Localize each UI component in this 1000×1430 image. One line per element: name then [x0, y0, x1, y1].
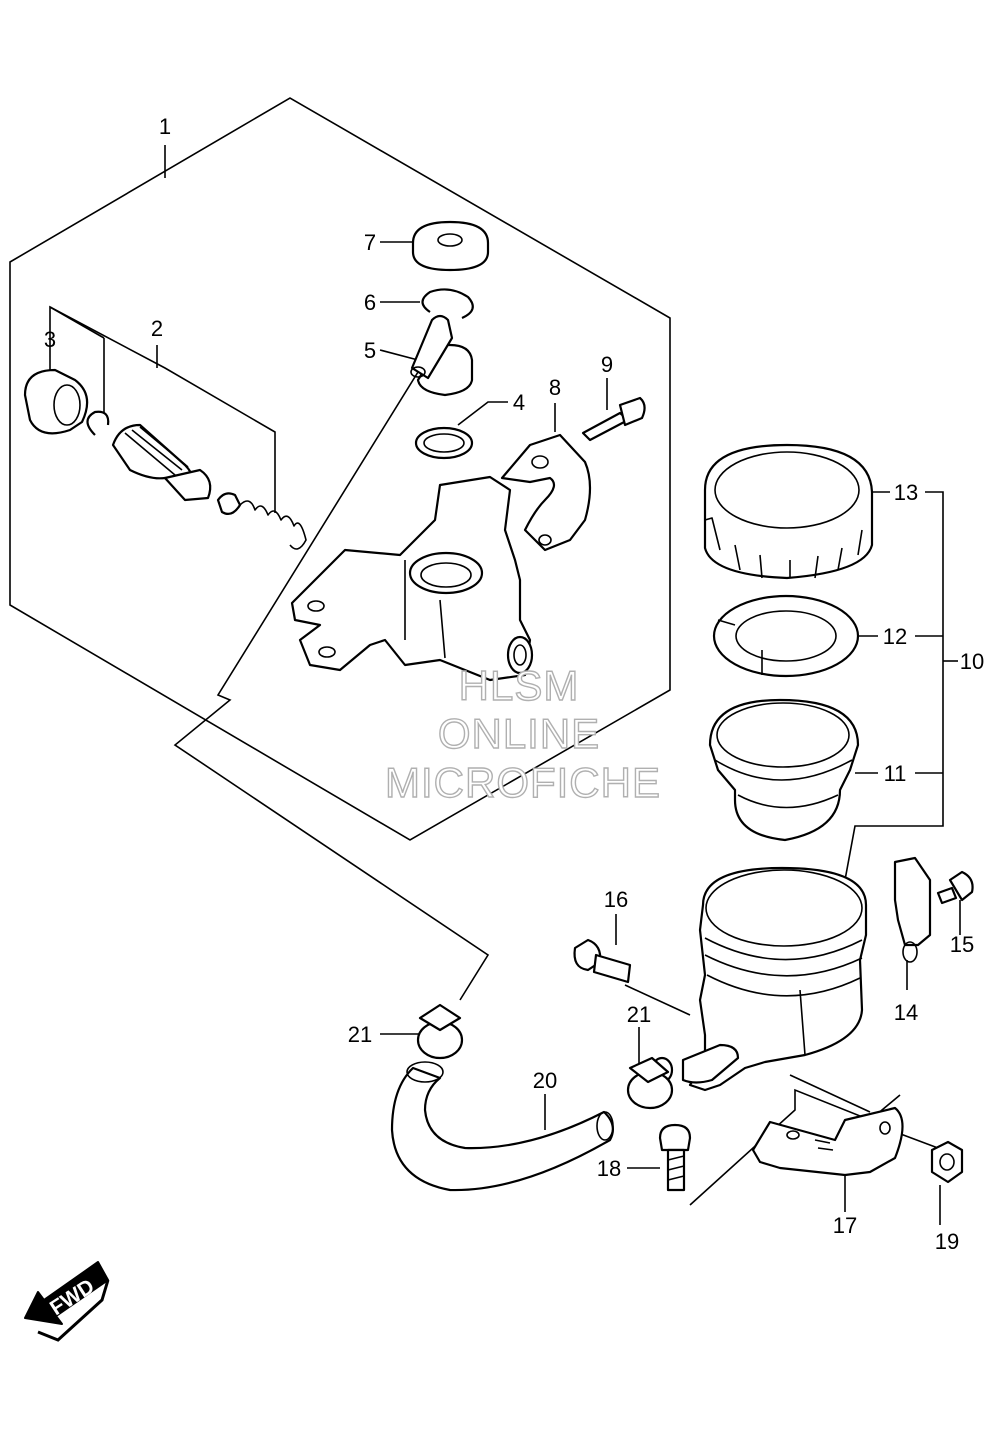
part-21-clamp-left	[416, 1003, 464, 1060]
part-8-clamp	[500, 433, 592, 552]
callout-8: 8	[549, 375, 561, 400]
part-2-piston	[111, 423, 212, 502]
part-20-hose	[390, 1061, 615, 1192]
callout-13: 13	[894, 480, 918, 505]
part-4-oring	[414, 426, 474, 460]
callout-14: 14	[894, 1000, 918, 1025]
part-18-bolt	[658, 1123, 692, 1192]
callout-21-left: 21	[348, 1022, 372, 1047]
part-13-cap	[703, 443, 874, 580]
watermark: HLSM ONLINE MICROFICHE	[384, 661, 661, 806]
callout-5: 5	[364, 338, 376, 363]
part-16-bolt	[573, 938, 632, 984]
part-5-connector	[410, 314, 474, 397]
part-21-clamp-right	[626, 1056, 674, 1110]
assembly-outline	[9, 97, 671, 841]
fwd-arrow-icon: FWD	[24, 1261, 110, 1342]
callout-19: 19	[935, 1229, 959, 1254]
part-11-boot	[708, 698, 860, 842]
callout-20: 20	[533, 1068, 557, 1093]
part-12-diaphragm	[712, 594, 860, 678]
part-15-screw	[936, 870, 974, 905]
callout-6: 6	[364, 290, 376, 315]
watermark-line3: MICROFICHE	[385, 759, 661, 806]
leader-lines	[49, 241, 961, 1225]
callout-4: 4	[513, 390, 525, 415]
callout-labels: 1 2 3 4 5 6 7 8 9 10 11 12 13 14 15 16 1…	[44, 114, 984, 1254]
part-7-cap	[411, 220, 490, 272]
part-3-cup	[23, 368, 89, 435]
part-snap-ring	[86, 410, 110, 436]
master-cylinder-body	[290, 475, 534, 682]
callout-17: 17	[833, 1213, 857, 1238]
callout-9: 9	[601, 352, 613, 377]
watermark-line2: ONLINE	[438, 710, 600, 757]
callout-7: 7	[364, 230, 376, 255]
callout-10: 10	[960, 649, 984, 674]
callout-16: 16	[604, 887, 628, 912]
callout-1: 1	[159, 114, 171, 139]
callout-15: 15	[950, 932, 974, 957]
watermark-line1: HLSM	[459, 662, 580, 709]
reservoir-body	[650, 866, 868, 1092]
callout-18: 18	[597, 1156, 621, 1181]
callout-11: 11	[884, 761, 907, 786]
callout-2: 2	[151, 316, 163, 341]
callout-3: 3	[44, 327, 56, 352]
callout-12: 12	[883, 624, 907, 649]
part-9-bolt	[581, 396, 646, 442]
part-14-bracket	[893, 856, 932, 963]
part-19-nut	[930, 1140, 964, 1184]
part-2-spring	[216, 492, 307, 550]
part-17-mount-bracket	[751, 1106, 904, 1177]
part-6-circlip	[421, 288, 474, 320]
callout-21-right: 21	[627, 1002, 651, 1027]
